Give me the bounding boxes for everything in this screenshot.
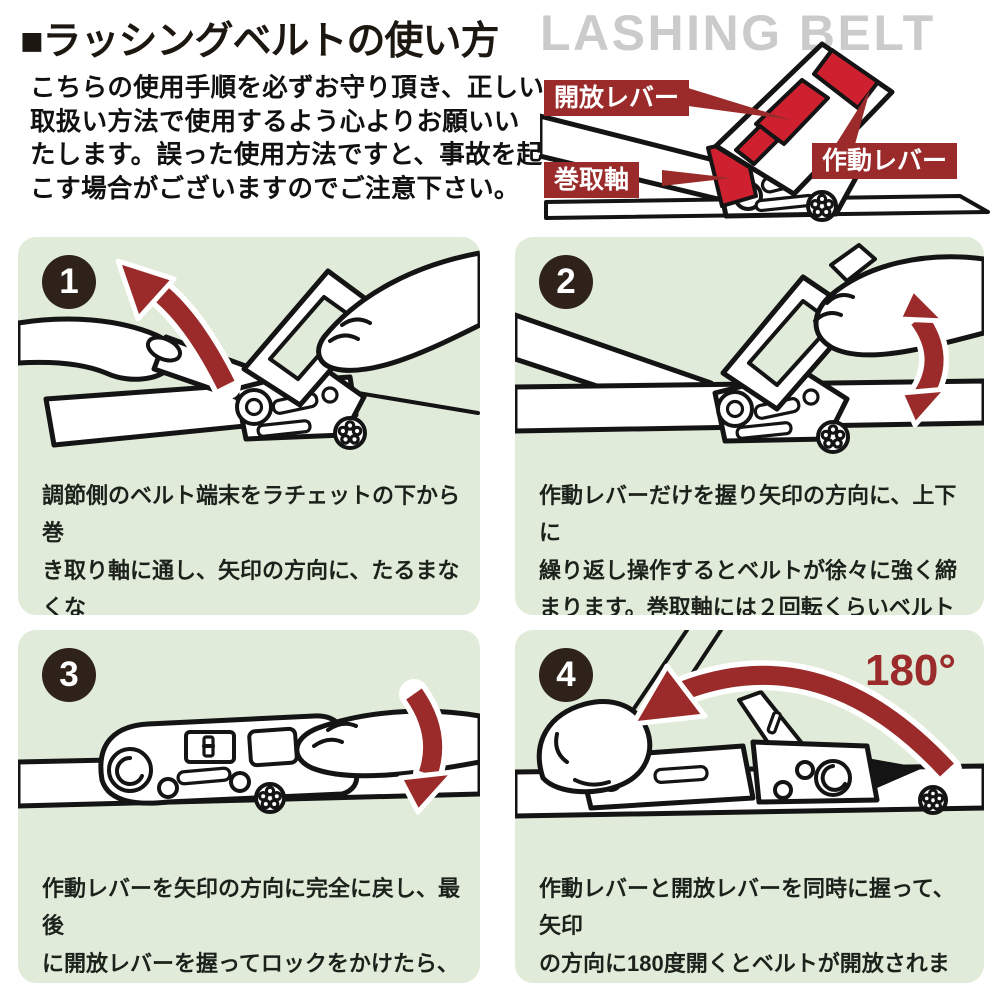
release-lever-pointer	[688, 88, 792, 120]
step-2-number-badge: 2	[539, 255, 593, 309]
step-1-caption: 調節側のベルト端末をラチェットの下から巻 き取り軸に通し、矢印の方向に、たるまな…	[42, 483, 461, 615]
ratchet-diagram-illustration	[540, 41, 990, 222]
step-3-caption: 作動レバーを矢印の方向に完全に戻し、最後 に開放レバーを握ってロックをかけたら、…	[42, 876, 461, 976]
operating-lever-pointer	[836, 90, 870, 148]
page-title: ■ラッシングベルトの使い方	[20, 20, 500, 63]
step-4-panel: 4 180°	[515, 630, 984, 983]
step-1-illustration	[18, 250, 480, 450]
angle-annotation: 180°	[864, 646, 956, 695]
up-down-arrow-icon	[896, 286, 950, 428]
step-3-panel: 3	[18, 630, 480, 983]
step-1-number-badge: 1	[42, 255, 96, 309]
step-3-number-badge: 3	[42, 648, 96, 702]
step-3-illustration	[18, 679, 480, 815]
ratchet-gear	[806, 190, 838, 222]
winding-shaft-pointer	[662, 170, 732, 186]
down-arrow-icon	[397, 679, 457, 815]
step-2-panel: 2	[515, 237, 984, 615]
label-winding-shaft: 巻取軸	[544, 162, 640, 198]
intro-paragraph: こちらの使用手順を必ずお守り頂き、正しい 取扱い方法で使用するよう心よりお願いい…	[30, 74, 545, 203]
label-operating-lever: 作動レバー	[812, 143, 958, 179]
step-4-number-badge: 4	[539, 648, 593, 702]
step-4-caption: 作動レバーと開放レバーを同時に握って、矢印 の方向に180度開くとベルトが開放さ…	[539, 876, 955, 976]
pull-direction-arrow-icon	[115, 258, 241, 400]
operating-lever-highlight	[812, 48, 880, 110]
label-release-lever: 開放レバー	[544, 80, 690, 116]
step-4-illustration	[515, 630, 984, 819]
ratchet-overview-diagram: LASHING BELT	[540, 2, 998, 230]
step-2-caption: 作動レバーだけを握り矢印の方向に、上下に 繰り返し操作するとベルトが徐々に強く締…	[539, 483, 958, 615]
step-2-illustration	[515, 243, 984, 454]
rotate-open-arrow-icon	[630, 660, 962, 785]
step-1-panel: 1	[18, 237, 480, 615]
watermark-text: LASHING BELT	[540, 5, 936, 61]
